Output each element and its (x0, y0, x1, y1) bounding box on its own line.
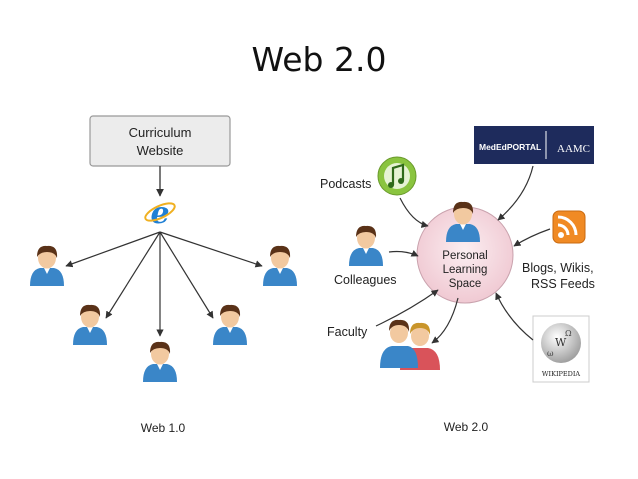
web1-caption: Web 1.0 (141, 421, 186, 435)
arrow-faculty (431, 297, 459, 344)
slide-title: Web 2.0 (251, 40, 387, 79)
svg-text:e: e (150, 196, 169, 231)
blogs-line1: Blogs, Wikis, (522, 261, 594, 275)
web1-group: Curriculum Website e Web 1.0 (30, 115, 297, 435)
podcasts-label: Podcasts (320, 177, 371, 191)
arrow-mededportal (497, 165, 534, 221)
arrow-podcasts (399, 197, 429, 228)
arrow-colleagues (388, 250, 419, 257)
itunes-icon (377, 156, 417, 196)
person-icon (30, 245, 64, 286)
faculty-people-icon (380, 319, 440, 370)
person-icon (213, 304, 247, 345)
wikipedia-wordmark: WIKIPEDIA (542, 370, 581, 378)
internet-explorer-icon: e (144, 196, 176, 231)
rss-icon (552, 210, 586, 244)
person-icon (143, 341, 177, 382)
colleagues-label: Colleagues (334, 273, 397, 287)
person-icon (263, 245, 297, 286)
web2-caption: Web 2.0 (444, 420, 489, 434)
center-line1: Personal (442, 250, 487, 262)
mededportal-brand: MedEdPORTAL (479, 142, 541, 152)
arrow-web1-4 (159, 231, 214, 319)
svg-text:ω: ω (547, 349, 554, 358)
curriculum-website-box (89, 115, 231, 167)
svg-text:Ω: Ω (565, 329, 572, 338)
person-icon (349, 225, 383, 266)
svg-text:W: W (555, 336, 567, 349)
arrow-rss (513, 228, 551, 247)
web2-group: Personal Learning Space Podcasts Colleag… (320, 126, 595, 434)
blogs-line2: RSS Feeds (531, 277, 595, 291)
arrow-faculty-in (375, 289, 439, 327)
arrow-wikipedia (495, 292, 534, 341)
aamc-label: AAMC (557, 143, 590, 155)
wikipedia-globe-icon: W Ω ω WIKIPEDIA (532, 315, 590, 383)
arrow-web1-2 (159, 231, 263, 268)
arrow-web1-3 (105, 231, 161, 319)
faculty-label: Faculty (327, 325, 368, 339)
mededportal-logo: MedEdPORTAL AAMC (474, 126, 594, 164)
curriculum-box-line1: Curriculum (129, 125, 192, 140)
arrow-web1-1 (65, 231, 161, 268)
center-line2: Learning (443, 264, 488, 276)
person-icon (73, 304, 107, 345)
center-line3: Space (449, 278, 482, 290)
curriculum-box-line2: Website (137, 143, 184, 158)
